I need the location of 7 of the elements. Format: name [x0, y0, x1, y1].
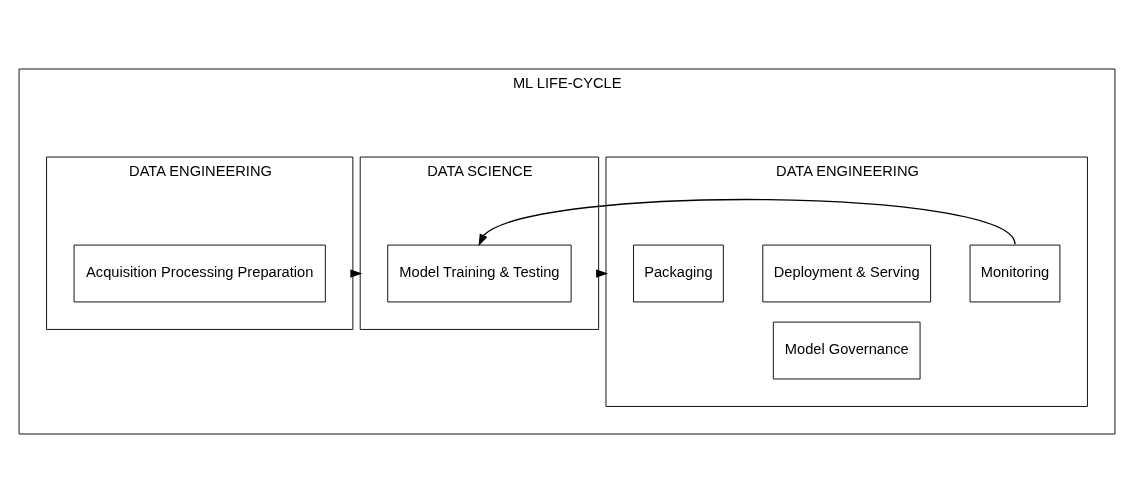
node-box: Model Governance: [772, 321, 921, 380]
node-box: Acquisition Processing Preparation: [73, 244, 326, 303]
arrow: [478, 198, 1016, 247]
node-box: Packaging: [633, 244, 724, 303]
node-box: Monitoring: [969, 244, 1061, 303]
node-box: Deployment & Serving: [762, 244, 932, 303]
node-box: Model Training & Testing: [387, 244, 572, 303]
